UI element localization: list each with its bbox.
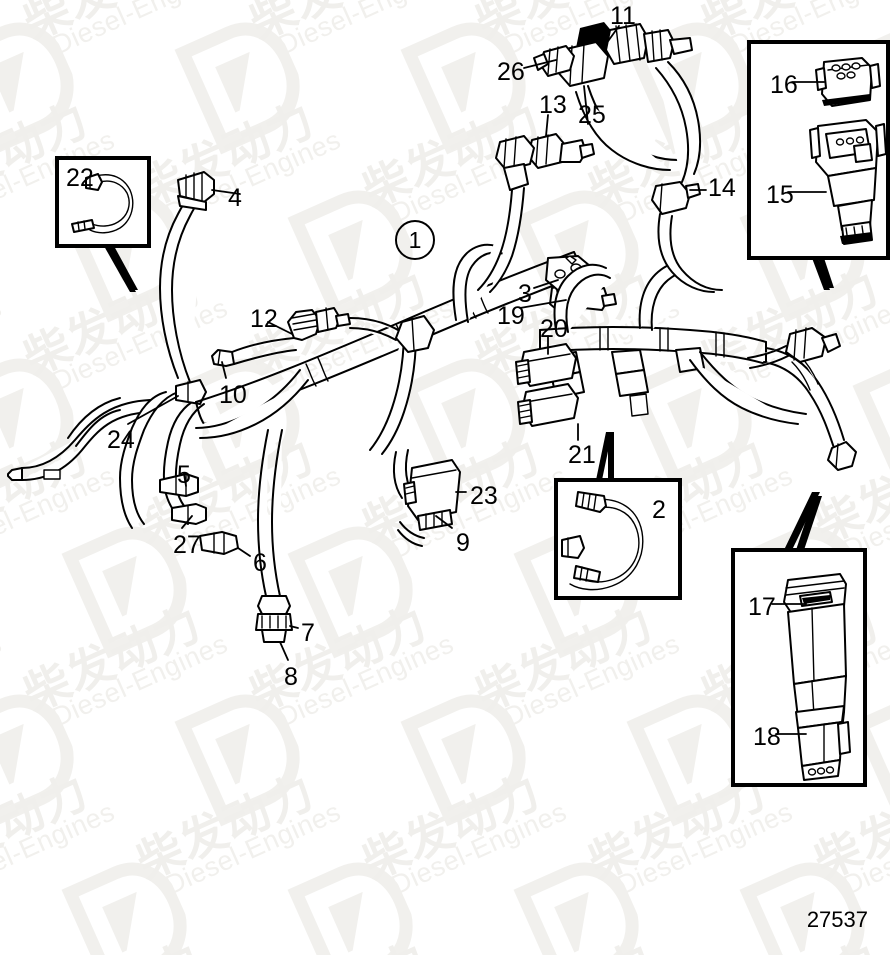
sensor-7-8: [255, 595, 293, 643]
callout-9: 9: [456, 529, 470, 557]
callout-17: 17: [748, 593, 776, 621]
callout-16: 16: [770, 71, 798, 99]
connector-13: [527, 133, 595, 169]
callout-2: 2: [652, 496, 666, 524]
callout-12: 12: [250, 305, 278, 333]
callout-14: 14: [708, 174, 736, 202]
connector-block-20: [515, 343, 577, 387]
callout-21: 21: [568, 441, 596, 469]
callout-23: 23: [470, 482, 498, 510]
callout-25: 25: [578, 101, 606, 129]
relay-9-23: [393, 449, 461, 547]
callout-4: 4: [228, 184, 242, 212]
callout-8: 8: [284, 663, 298, 691]
harness-center-rail: [452, 243, 857, 471]
connector-18-art: [795, 705, 851, 781]
connector-block-21: [517, 383, 579, 427]
callout-19: 19: [497, 302, 525, 330]
callout-main-1: 1: [395, 220, 435, 260]
callout-24: 24: [107, 426, 135, 454]
callout-15: 15: [766, 181, 794, 209]
callout-13: 13: [539, 91, 567, 119]
callout-10: 10: [219, 381, 247, 409]
connector-6: [199, 531, 239, 555]
callout-7: 7: [301, 619, 315, 647]
connector-12: [287, 307, 351, 341]
drawing-number: 27537: [806, 907, 868, 932]
callout-22: 22: [66, 164, 94, 192]
connector-right-end: [827, 441, 857, 471]
connector-elbow-left: [495, 135, 535, 191]
callout-6: 6: [253, 549, 267, 577]
callout-26: 26: [497, 58, 525, 86]
connector-to-inset-1516: [785, 327, 841, 363]
connector-27: [171, 503, 207, 525]
connector-14: [651, 181, 701, 215]
callout-18: 18: [753, 723, 781, 751]
rail-sleeves: [599, 326, 725, 358]
callout-5: 5: [177, 461, 191, 489]
callout-20: 20: [540, 315, 568, 343]
callout-11: 11: [610, 2, 636, 30]
nut-4: [177, 171, 215, 211]
callout-27: 27: [173, 531, 201, 559]
connector-16-art: [815, 57, 881, 107]
callout-main-1-label: 1: [408, 226, 422, 253]
trunk-junction: [395, 315, 435, 353]
